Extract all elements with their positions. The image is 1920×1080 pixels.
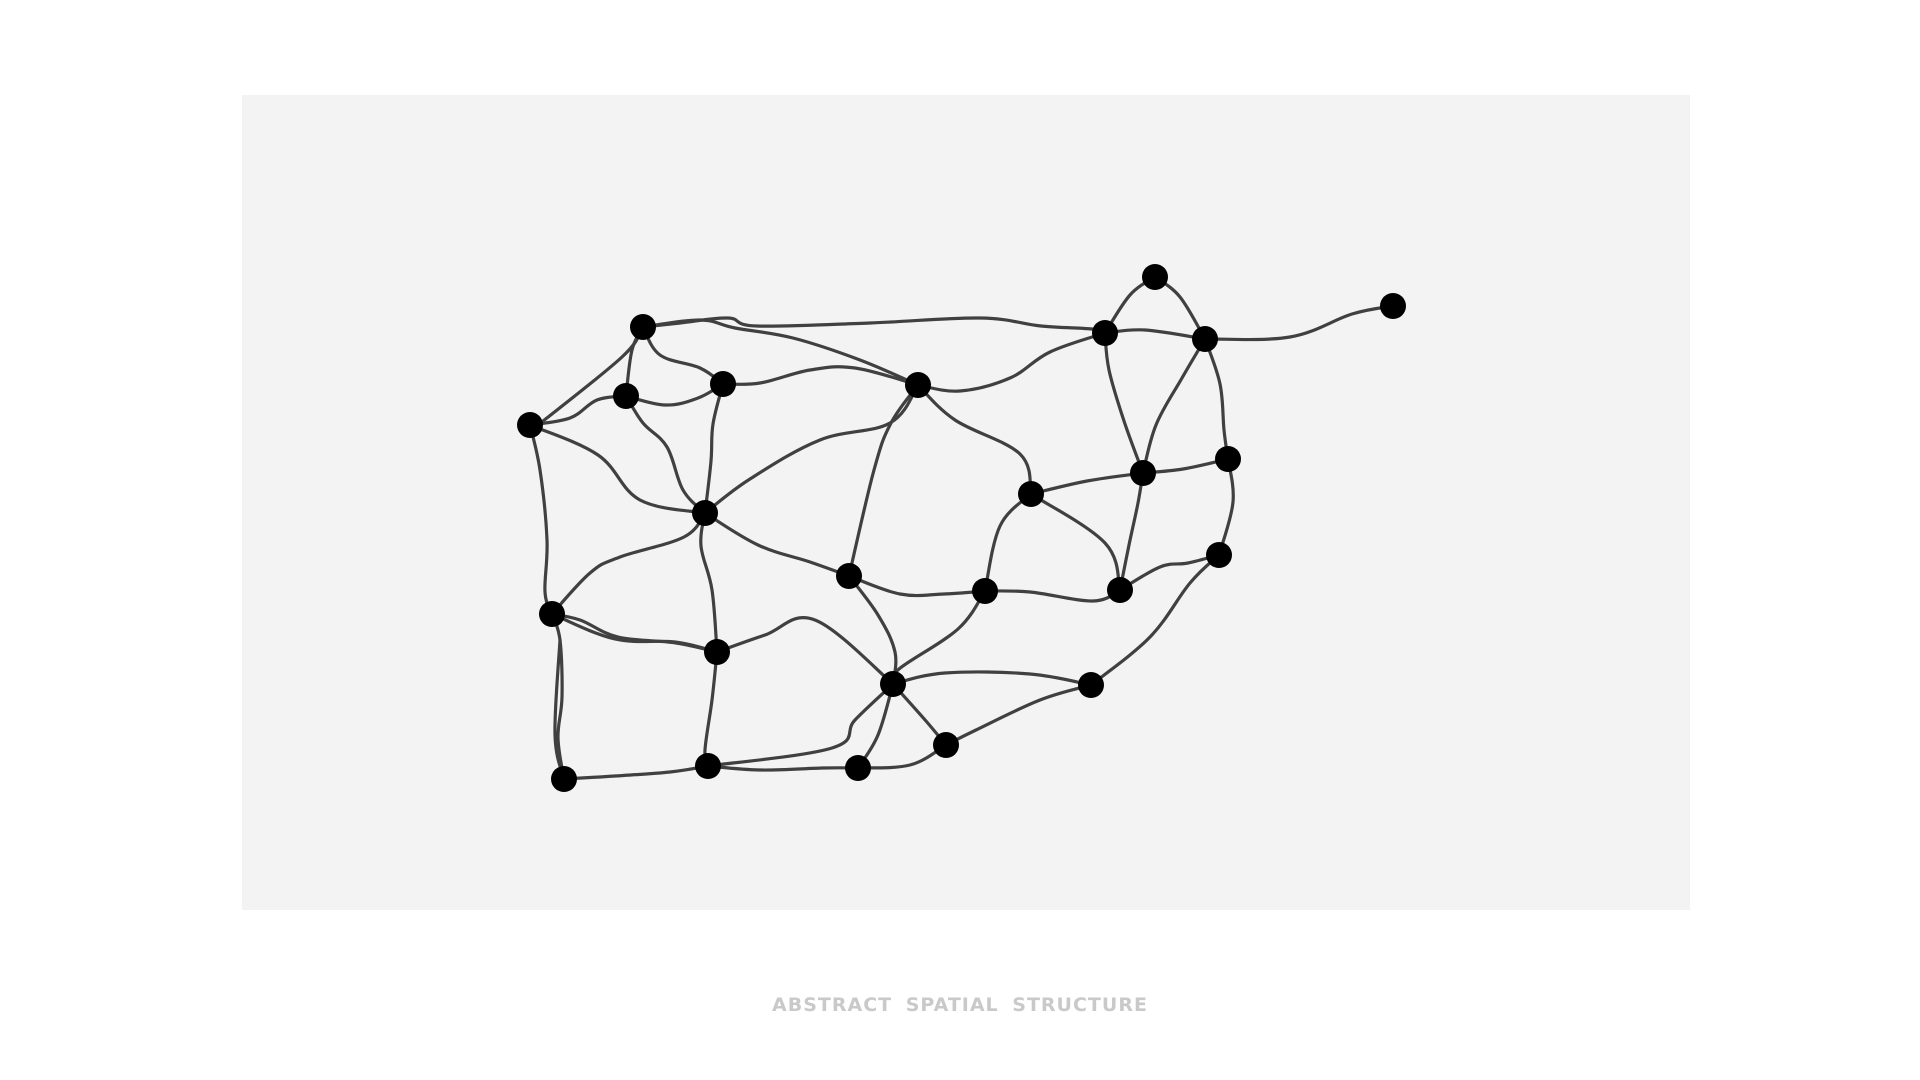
node	[1107, 577, 1133, 603]
node	[1078, 672, 1104, 698]
edge	[528, 423, 707, 515]
caption: ABSTRACT SPATIAL STRUCTURE	[772, 994, 1148, 1016]
node	[539, 601, 565, 627]
edge	[1029, 471, 1145, 496]
node	[1215, 446, 1241, 472]
edge	[624, 382, 725, 407]
node	[1192, 326, 1218, 352]
edge	[847, 574, 987, 598]
edge	[703, 511, 851, 578]
edge	[721, 365, 920, 387]
node	[1380, 293, 1406, 319]
edge	[699, 511, 719, 654]
edge	[550, 511, 707, 616]
edge	[1118, 471, 1145, 592]
node	[1142, 264, 1168, 290]
node	[630, 314, 656, 340]
edge	[641, 318, 920, 387]
node	[845, 755, 871, 781]
edge	[1217, 457, 1235, 557]
edge	[890, 589, 987, 686]
edge	[916, 331, 1107, 393]
node	[710, 371, 736, 397]
node	[836, 563, 862, 589]
node	[880, 671, 906, 697]
edge	[1029, 492, 1122, 592]
edge	[703, 383, 920, 515]
edge	[550, 612, 566, 781]
edge	[1203, 304, 1395, 342]
edge-group	[528, 275, 1395, 781]
edge	[1103, 331, 1145, 475]
edge	[1118, 553, 1221, 592]
edge	[715, 616, 895, 686]
edge	[641, 325, 725, 386]
edge	[1141, 337, 1207, 475]
node	[551, 766, 577, 792]
node	[1206, 542, 1232, 568]
node	[704, 639, 730, 665]
edge	[550, 612, 719, 654]
node	[517, 412, 543, 438]
node	[1018, 481, 1044, 507]
diagram-panel	[242, 95, 1690, 910]
node	[933, 732, 959, 758]
edge	[916, 383, 1033, 496]
edge	[528, 423, 554, 616]
edge	[983, 588, 1122, 603]
edge	[891, 670, 1093, 687]
node	[972, 578, 998, 604]
node	[1130, 460, 1156, 486]
edge	[706, 764, 860, 772]
edge	[624, 394, 707, 515]
node-group	[517, 264, 1406, 792]
edge	[562, 764, 710, 781]
node	[905, 372, 931, 398]
edge	[1089, 553, 1221, 687]
edge	[856, 682, 895, 770]
node	[695, 753, 721, 779]
edge	[703, 650, 719, 768]
edge	[1103, 328, 1207, 341]
edge	[706, 682, 895, 768]
edge	[703, 382, 725, 515]
edge	[1203, 337, 1230, 461]
edge	[983, 492, 1033, 593]
node	[613, 383, 639, 409]
edge	[847, 383, 920, 578]
node	[1092, 320, 1118, 346]
edge	[944, 683, 1093, 747]
node	[692, 500, 718, 526]
